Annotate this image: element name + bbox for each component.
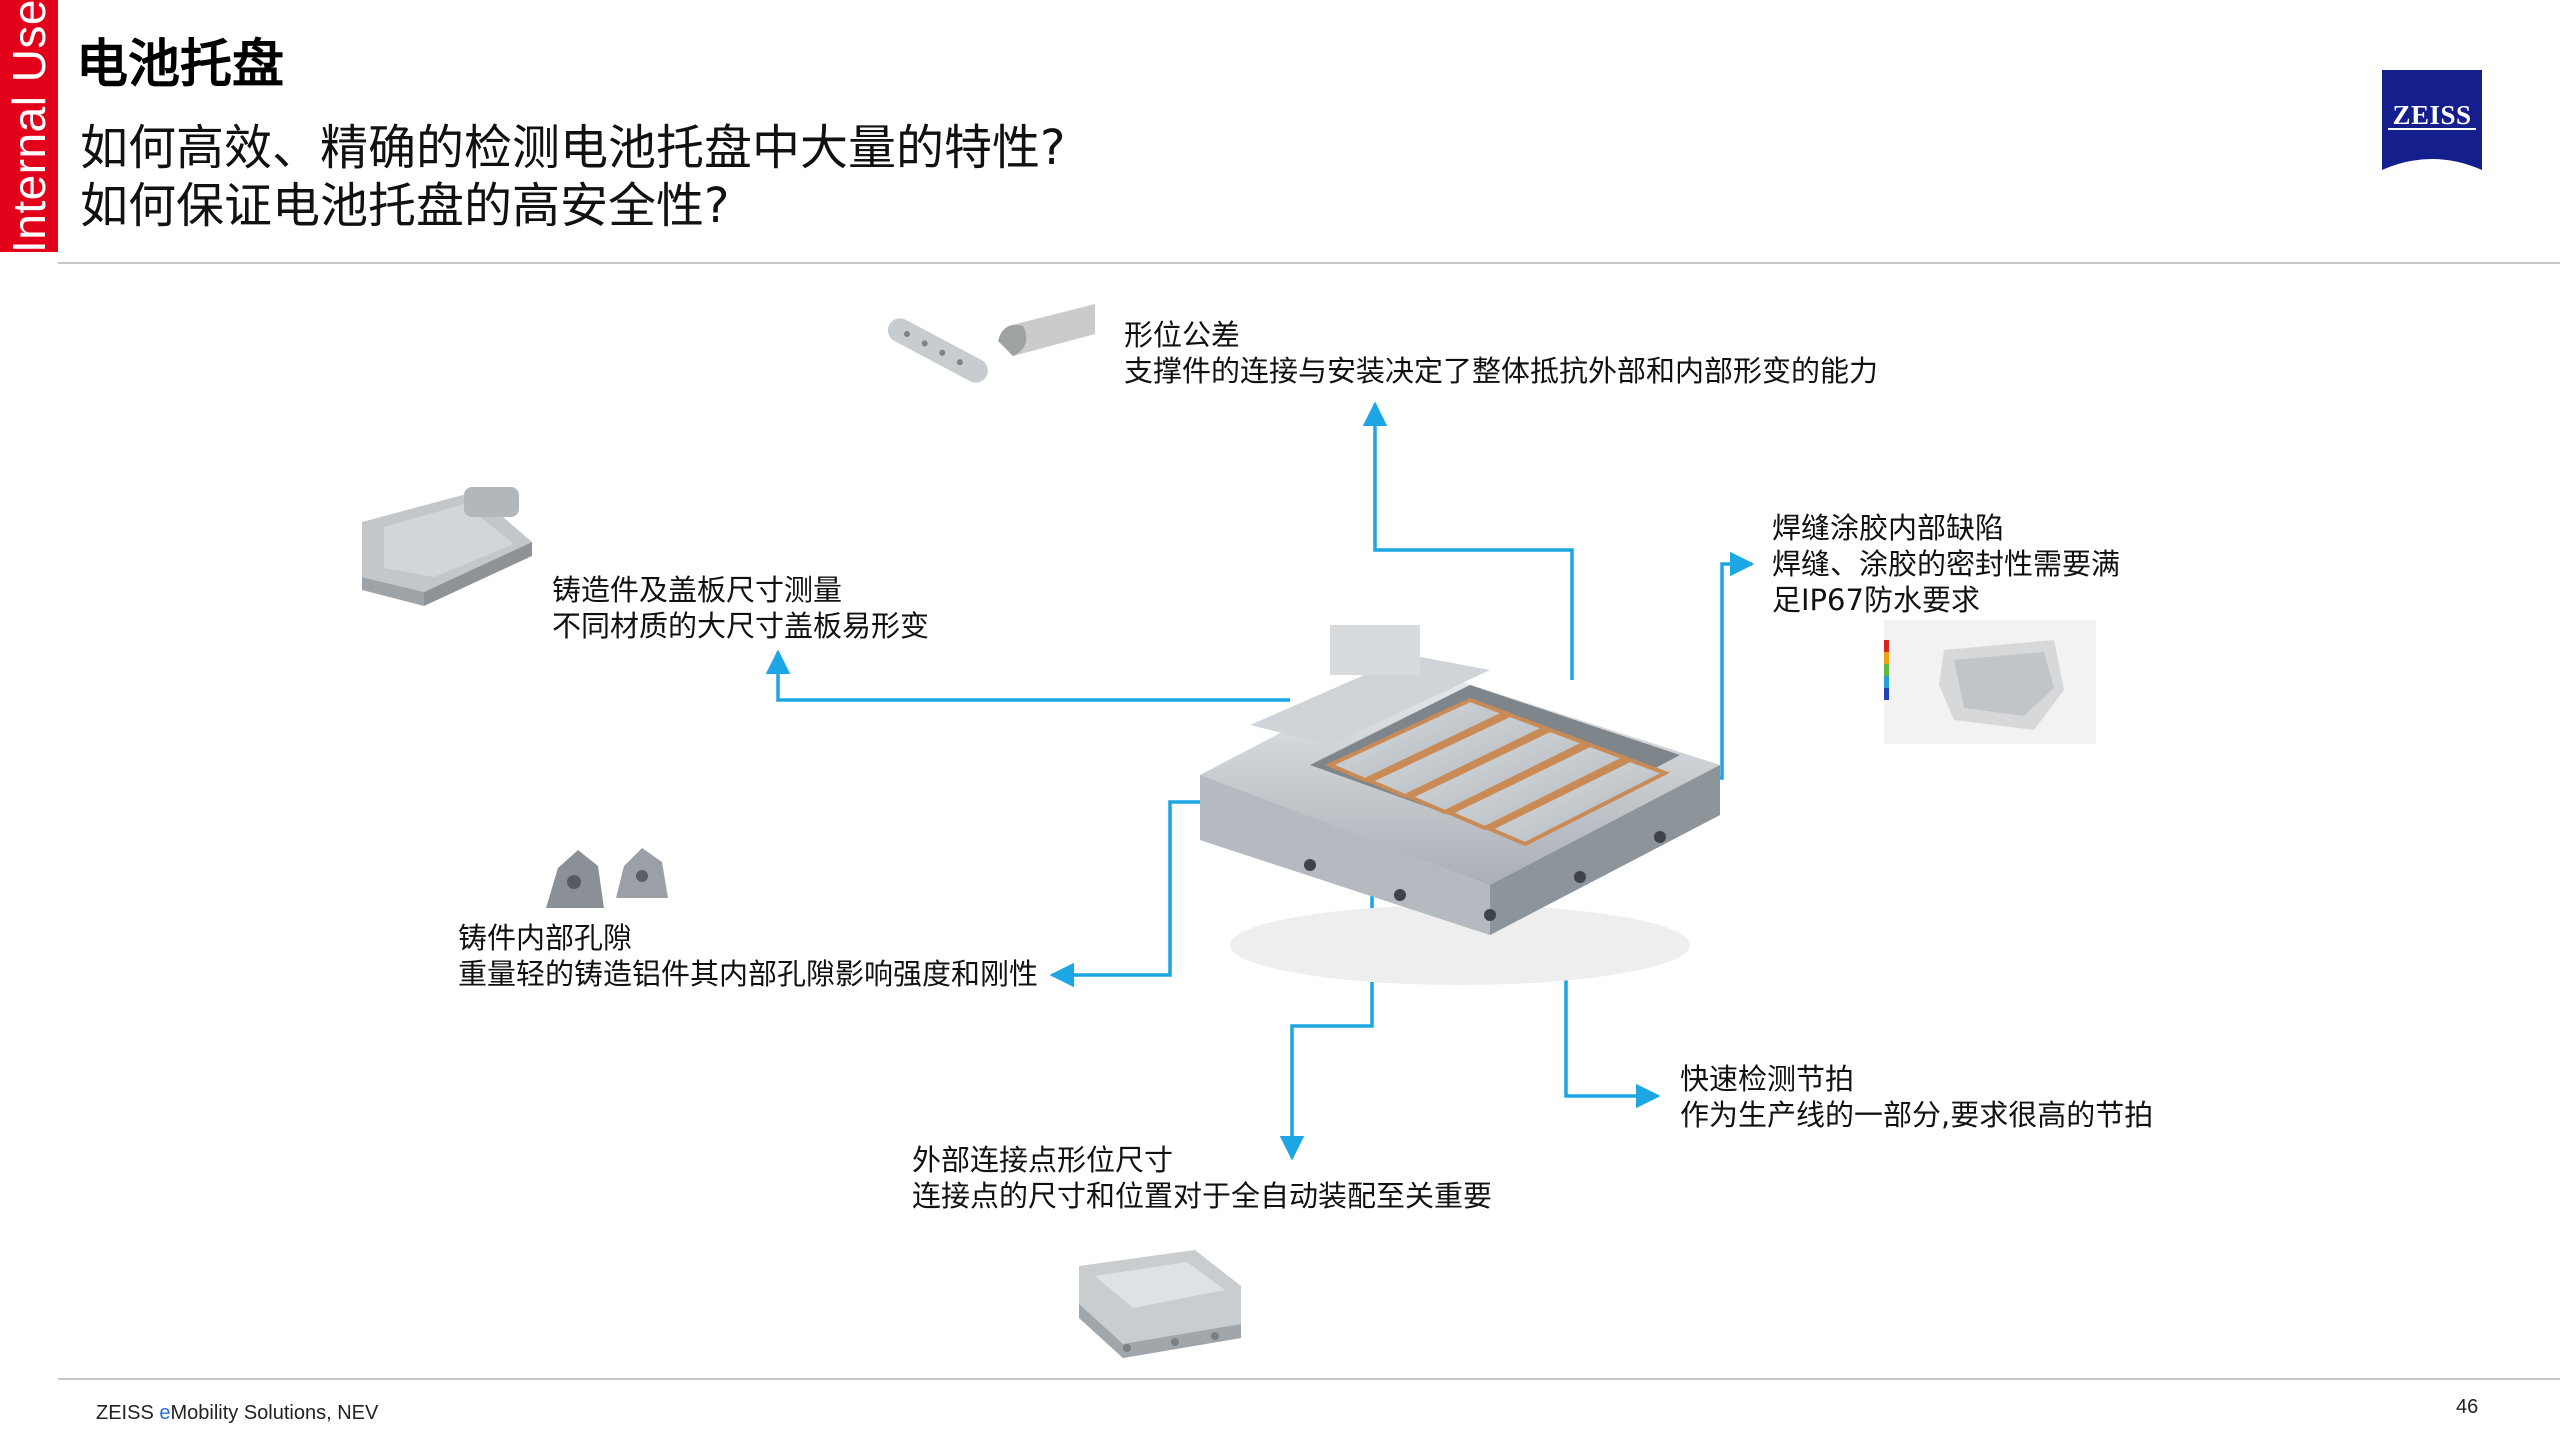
callout-external-title: 外部连接点形位尺寸 xyxy=(912,1143,1174,1177)
callout-casting-size: 铸造件及盖板尺寸测量 不同材质的大尺寸盖板易形变 xyxy=(552,572,929,644)
callout-porosity-desc: 重量轻的铸造铝件其内部孔隙影响强度和刚性 xyxy=(458,957,1039,991)
callout-speed-desc: 作为生产线的一部分,要求很高的节拍 xyxy=(1680,1098,2154,1132)
footer-brand: ZEISS eMobility Solutions, NEV xyxy=(96,1402,378,1425)
callout-tolerance-desc: 支撑件的连接与安装决定了整体抵抗外部和内部形变的能力 xyxy=(1124,354,1879,388)
footer-brand-zeiss: ZEISS xyxy=(96,1402,160,1424)
weld-ct-scan-image xyxy=(1884,620,2096,744)
callout-external-desc: 连接点的尺寸和位置对于全自动装配至关重要 xyxy=(912,1179,1493,1213)
callout-weld: 焊缝涂胶内部缺陷 焊缝、涂胶的密封性需要满 足IP67防水要求 xyxy=(1772,510,2120,618)
question-line-1: 如何高效、精确的检测电池托盘中大量的特性? xyxy=(80,120,1066,176)
zeiss-logo-shape xyxy=(2382,70,2482,170)
header-divider xyxy=(58,262,2560,264)
tray-frame-image xyxy=(1079,1250,1241,1358)
footer-brand-rest: Mobility Solutions, NEV xyxy=(170,1402,379,1424)
zeiss-logo-text: ZEISS xyxy=(2392,100,2472,130)
zeiss-logo: ZEISS xyxy=(2382,70,2482,170)
connector-tolerance xyxy=(1362,401,1574,680)
cast-bracket-image xyxy=(546,848,668,908)
footer-divider xyxy=(58,1378,2560,1380)
callout-tolerance: 形位公差 支撑件的连接与安装决定了整体抵抗外部和内部形变的能力 xyxy=(1124,317,1878,389)
question-line-2: 如何保证电池托盘的高安全性? xyxy=(80,178,730,234)
callout-porosity: 铸件内部孔隙 重量轻的铸造铝件其内部孔隙影响强度和刚性 xyxy=(458,920,1038,992)
callout-weld-desc-1: 焊缝、涂胶的密封性需要满 xyxy=(1772,547,2121,581)
callout-speed: 快速检测节拍 作为生产线的一部分,要求很高的节拍 xyxy=(1680,1061,2153,1133)
callout-weld-desc-2: 足IP67防水要求 xyxy=(1772,583,1980,617)
callout-porosity-title: 铸件内部孔隙 xyxy=(458,921,633,955)
callout-tolerance-title: 形位公差 xyxy=(1124,318,1241,352)
internal-use-badge: Internal Use xyxy=(0,0,58,253)
callout-weld-title: 焊缝涂胶内部缺陷 xyxy=(1772,511,2005,545)
callout-casting-size-desc: 不同材质的大尺寸盖板易形变 xyxy=(552,609,930,643)
battery-tray-image xyxy=(1200,625,1720,985)
callout-casting-size-title: 铸造件及盖板尺寸测量 xyxy=(552,573,843,607)
connector-casting-size xyxy=(765,649,1290,702)
callout-speed-title: 快速检测节拍 xyxy=(1680,1062,1855,1096)
footer-brand-e: e xyxy=(159,1402,171,1424)
page-number: 46 xyxy=(2456,1396,2479,1418)
page-title: 电池托盘 xyxy=(76,35,285,95)
profile-rod-image xyxy=(887,304,1095,383)
callout-external: 外部连接点形位尺寸 连接点的尺寸和位置对于全自动装配至关重要 xyxy=(912,1142,1492,1214)
cover-plate-image xyxy=(362,487,532,606)
